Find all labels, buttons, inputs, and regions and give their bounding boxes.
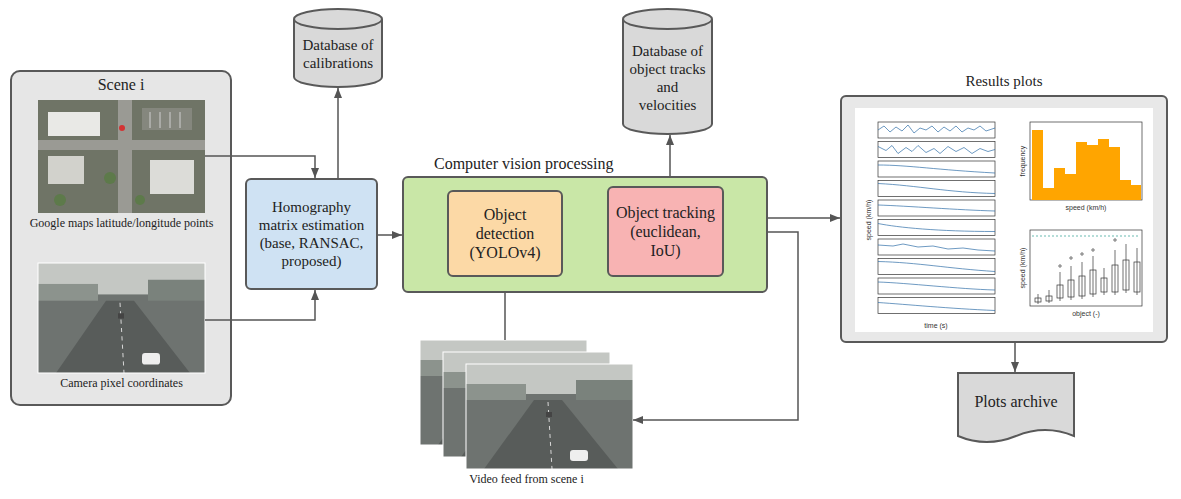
flow-arrow bbox=[205, 290, 315, 320]
node-text: Homography matrix estimation (base, RANS… bbox=[253, 198, 370, 270]
text-holder: Database of object tracks and velocities bbox=[622, 22, 713, 133]
axis-label: time (s) bbox=[923, 322, 948, 329]
process-box: Object detection (YOLOv4) bbox=[447, 190, 563, 277]
flow-arrow bbox=[378, 234, 402, 236]
database-cylinder: Database of object tracks and velocities bbox=[622, 8, 713, 135]
satellite-map bbox=[38, 100, 205, 213]
node-text: Object detection (YOLOv4) bbox=[455, 205, 555, 263]
map-image: Google maps latitude/longitude points bbox=[38, 100, 205, 213]
speed-histogram bbox=[1030, 122, 1142, 200]
database-cylinder: Database of calibrations bbox=[293, 8, 383, 88]
axis-label: object (-) bbox=[1071, 310, 1101, 317]
flow-arrow bbox=[337, 88, 339, 178]
process-box: Object tracking (euclidean, IoU) bbox=[607, 186, 724, 277]
document-shape: Plots archive bbox=[957, 372, 1075, 448]
node-text: Plots archive bbox=[974, 392, 1057, 411]
axis-label: speed (km/h) bbox=[865, 199, 872, 242]
text-holder: Object detection (YOLOv4) bbox=[449, 192, 561, 275]
text-holder: Database of calibrations bbox=[293, 22, 383, 86]
speed-time-strips bbox=[878, 122, 995, 314]
video-frames bbox=[420, 340, 633, 469]
node-text: Database of calibrations bbox=[299, 36, 377, 72]
axis-label: frequency bbox=[1019, 145, 1026, 178]
speed-boxplot bbox=[1030, 230, 1142, 306]
text-holder: Plots archive bbox=[957, 372, 1075, 432]
camera-view bbox=[38, 263, 205, 373]
processing-group: Computer vision processingObject detecti… bbox=[402, 176, 768, 293]
axis-label: speed (km/h) bbox=[1019, 247, 1026, 290]
flow-arrow bbox=[205, 156, 315, 178]
panel-heading: Results plots bbox=[842, 72, 1166, 90]
image-caption: Google maps latitude/longitude points bbox=[20, 216, 224, 230]
image-caption: Video feed from scene i bbox=[427, 472, 627, 486]
text-holder: Homography matrix estimation (base, RANS… bbox=[247, 180, 376, 288]
process-box: Homography matrix estimation (base, RANS… bbox=[245, 178, 378, 290]
axis-label: speed (km/h) bbox=[1065, 204, 1108, 211]
scene-panel: Scene i Google maps latitude/longitude po… bbox=[10, 70, 232, 406]
flow-arrow bbox=[768, 217, 840, 219]
panel-title: Scene i bbox=[12, 75, 230, 94]
results-panel: Results plots bbox=[840, 95, 1168, 343]
video-frames: Video feed from scene i bbox=[420, 340, 633, 469]
node-text: Object tracking (euclidean, IoU) bbox=[615, 203, 716, 261]
group-heading: Computer vision processing bbox=[434, 154, 614, 173]
node-text: Database of object tracks and velocities bbox=[628, 42, 707, 114]
flow-arrow bbox=[669, 135, 671, 176]
image-caption: Camera pixel coordinates bbox=[22, 376, 222, 390]
flow-arrow bbox=[1014, 343, 1016, 372]
text-holder: Object tracking (euclidean, IoU) bbox=[609, 188, 722, 275]
camera-image: Camera pixel coordinates bbox=[38, 263, 205, 373]
